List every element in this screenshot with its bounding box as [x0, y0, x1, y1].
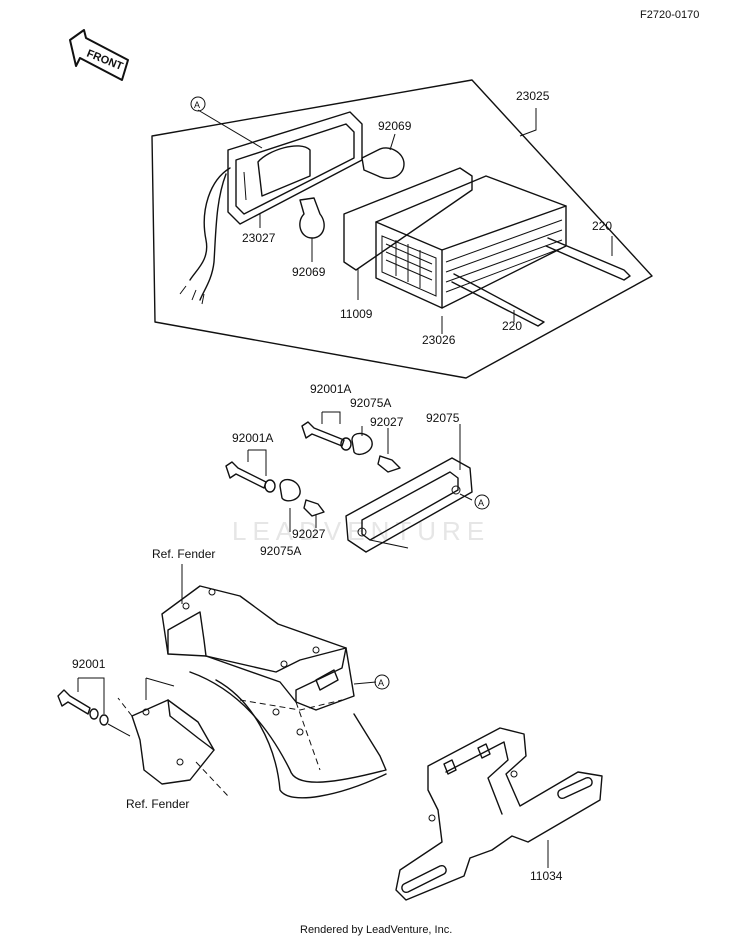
front-arrow-icon: FRONT: [69, 29, 129, 81]
rear-fender: [161, 585, 387, 799]
part-23027: 23027: [242, 231, 276, 245]
gasket-frame-92075: [345, 457, 473, 553]
callout-a: A: [478, 498, 484, 508]
ref-fender-top: Ref. Fender: [152, 547, 215, 561]
callout-a-circle: [474, 494, 490, 510]
bolt-92001A-left: [225, 461, 267, 489]
part-11009: 11009: [340, 307, 373, 321]
callout-a: A: [378, 678, 384, 688]
spacer-92027-bottom: [303, 499, 325, 517]
assembly-outline-23025: [151, 79, 653, 379]
part-92027-top: 92027: [370, 415, 404, 429]
part-92001: 92001: [72, 657, 106, 671]
collar-92075A-bottom: [279, 479, 301, 502]
front-arrow-label: FRONT: [85, 48, 125, 73]
screw-220: [545, 237, 631, 281]
footer-credit: Rendered by LeadVenture, Inc.: [300, 924, 452, 936]
part-92001A-left: 92001A: [232, 431, 273, 445]
tail-light-housing-23027: [179, 111, 363, 305]
license-bracket-11034: [395, 727, 603, 901]
part-92069-bottom: 92069: [292, 265, 326, 279]
spacer-92027-top: [377, 455, 401, 473]
part-92001A-top: 92001A: [310, 382, 351, 396]
part-23025: 23025: [516, 89, 550, 103]
washer: [264, 479, 276, 493]
part-220-right: 220: [592, 219, 612, 233]
bolt-92001A-top: [301, 421, 345, 447]
part-92075A-bottom: 92075A: [260, 544, 301, 558]
part-220-bottom: 220: [502, 319, 522, 333]
part-11034: 11034: [530, 869, 563, 883]
watermark: LEADVENTURE: [232, 516, 490, 546]
bulb-icon: [299, 197, 325, 239]
gasket-11009: [343, 167, 473, 271]
callout-a-circle: [374, 674, 390, 690]
screw-220: [451, 273, 545, 327]
callout-a-circle: [190, 96, 206, 112]
ref-fender-bottom: Ref. Fender: [126, 797, 189, 811]
drawing-code: F2720-0170: [640, 9, 699, 21]
part-92069-top: 92069: [378, 119, 412, 133]
part-92075A-top: 92075A: [350, 396, 391, 410]
bolt-92001: [57, 689, 109, 726]
part-92027-bottom: 92027: [292, 527, 326, 541]
part-23026: 23026: [422, 333, 456, 347]
fender-bracket: [131, 699, 215, 785]
washer: [340, 437, 352, 451]
collar-92075A-top: [351, 432, 373, 456]
part-92075: 92075: [426, 411, 460, 425]
bulb-icon: [361, 147, 405, 180]
callout-a: A: [194, 100, 200, 110]
lens-23026: [375, 175, 567, 309]
